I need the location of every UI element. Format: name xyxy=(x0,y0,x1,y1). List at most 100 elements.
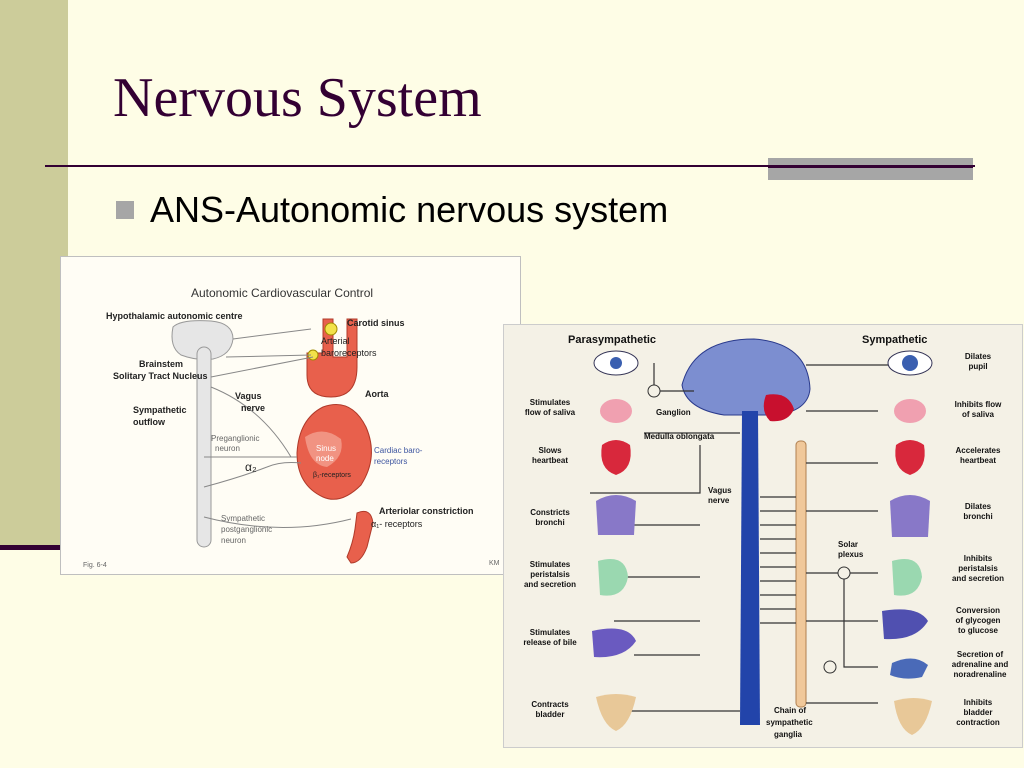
side-accent-bar xyxy=(0,545,60,550)
label-fig-number: Fig. 6-4 xyxy=(83,562,107,569)
label-sinus: Sinus xyxy=(316,444,336,453)
bullet-text: ANS-Autonomic nervous system xyxy=(150,189,669,230)
aorta-shape xyxy=(306,318,358,398)
left-effect-5-line-2: release of bile xyxy=(523,638,577,647)
slide-title: Nervous System xyxy=(113,67,482,129)
left-effect-1-line-2: flow of saliva xyxy=(525,408,576,417)
right-lungs-icon xyxy=(890,495,930,537)
left-effect-2-line-1: Slows xyxy=(538,446,562,455)
right-effect-6-line-2: of glycogen xyxy=(956,616,1001,625)
label-parasympathetic: Parasympathetic xyxy=(568,334,656,346)
right-effect-7-line-3: noradrenaline xyxy=(954,670,1007,679)
nerve-lines xyxy=(590,363,894,712)
left-bladder-icon xyxy=(596,694,636,731)
label-outflow: outflow xyxy=(133,417,166,427)
cardiovascular-control-figure: Autonomic Cardiovascular Control xyxy=(60,256,521,575)
label-vagus: Vagus xyxy=(235,391,262,401)
left-effect-labels: Stimulates flow of saliva Slows heartbea… xyxy=(523,398,577,719)
label-alpha2: α₂ xyxy=(245,460,257,474)
spinal-cord-shape xyxy=(196,346,212,548)
cardiovascular-diagram: Autonomic Cardiovascular Control xyxy=(83,286,500,569)
right-effect-6-line-1: Conversion xyxy=(956,606,1000,615)
right-effect-8-line-3: contraction xyxy=(956,718,1000,727)
left-heart-icon xyxy=(601,440,631,475)
arteriole-shape xyxy=(346,510,374,564)
hypothalamus-shape xyxy=(171,320,234,360)
left-effect-5-line-1: Stimulates xyxy=(530,628,571,637)
left-effect-4-line-3: and secretion xyxy=(524,580,576,589)
label-chain-of: Chain of xyxy=(774,706,806,715)
right-salivary-icon xyxy=(894,399,926,423)
right-effect-2-line-1: Inhibits flow xyxy=(955,400,1002,409)
label-symp-post-1: Sympathetic xyxy=(221,514,265,523)
right-stomach-icon xyxy=(892,559,922,596)
right-bladder-icon xyxy=(894,698,932,735)
right-effect-8-line-1: Inhibits xyxy=(964,698,993,707)
carotid-sinus-receptor-icon xyxy=(324,322,338,336)
ganglion-icon xyxy=(647,384,661,398)
bullet-item: ANS-Autonomic nervous system xyxy=(116,190,668,230)
label-vagus-nerve: nerve xyxy=(241,403,265,413)
right-effect-labels: Dilates pupil Inhibits flow of saliva Ac… xyxy=(952,352,1009,727)
sympathetic-chain-shape xyxy=(795,440,807,708)
left-lungs-icon xyxy=(596,495,636,535)
label-preganglionic: Preganglionic xyxy=(211,434,259,443)
label-node: node xyxy=(316,454,334,463)
right-effect-3-line-2: heartbeat xyxy=(960,456,996,465)
label-medulla: Medulla oblongata xyxy=(644,432,715,441)
right-adrenal-icon xyxy=(890,658,928,679)
right-effect-2-line-2: of saliva xyxy=(962,410,995,419)
label-beta-receptors: β₁-receptors xyxy=(313,472,351,479)
spinal-cord-shape xyxy=(740,411,760,725)
left-effect-3-line-2: bronchi xyxy=(535,518,564,527)
sinus-node-shape xyxy=(305,431,342,467)
right-effect-1-line-2: pupil xyxy=(968,362,987,371)
adrenal-ganglion-icon xyxy=(823,660,837,674)
label-corner: KM xyxy=(489,560,500,567)
left-effect-1-line-1: Stimulates xyxy=(530,398,571,407)
label-baroreceptors: baroreceptors xyxy=(321,348,377,358)
nerve-paths xyxy=(203,328,352,529)
left-effect-3-line-1: Constricts xyxy=(530,508,570,517)
right-pupil-icon xyxy=(902,355,918,371)
label-symp-post-3: neuron xyxy=(221,536,246,545)
right-effect-8-line-2: bladder xyxy=(964,708,993,717)
fig1-title: Autonomic Cardiovascular Control xyxy=(191,286,373,300)
right-liver-icon xyxy=(882,609,928,640)
right-heart-icon xyxy=(895,440,925,475)
label-chain-sympathetic: sympathetic xyxy=(766,718,813,727)
label-plexus: plexus xyxy=(838,550,864,559)
label-arteriolar: Arteriolar constriction xyxy=(379,506,474,516)
side-band xyxy=(0,0,68,548)
label-hypothalamic: Hypothalamic autonomic centre xyxy=(106,311,243,321)
left-effect-4-line-1: Stimulates xyxy=(530,560,571,569)
bullet-square-icon xyxy=(116,201,134,219)
label-solitary-tract: Solitary Tract Nucleus xyxy=(113,371,208,381)
right-effect-7-line-2: adrenaline and xyxy=(952,660,1009,669)
cerebellum-shape xyxy=(763,394,794,422)
label-sympathetic: Sympathetic xyxy=(133,405,187,415)
label-alpha1-receptors: α₁- receptors xyxy=(371,519,423,529)
left-pupil-icon xyxy=(610,357,622,369)
label-vagus: Vagus xyxy=(708,486,732,495)
label-cardiac-receptors: receptors xyxy=(374,457,407,466)
right-effect-5-line-1: Inhibits xyxy=(964,554,993,563)
left-stomach-icon xyxy=(598,559,628,596)
label-carotid-sinus: Carotid sinus xyxy=(347,318,405,328)
right-effect-5-line-3: and secretion xyxy=(952,574,1004,583)
solar-plexus-icon xyxy=(837,566,851,580)
right-effect-3-line-1: Accelerates xyxy=(956,446,1001,455)
right-effect-5-line-2: peristalsis xyxy=(958,564,998,573)
label-cardiac-baro: Cardiac baro- xyxy=(374,446,423,455)
label-chain-ganglia: ganglia xyxy=(774,730,803,739)
label-symp-post-2: postganglionic xyxy=(221,525,272,534)
label-vagus-nerve: nerve xyxy=(708,496,730,505)
title-rule-grey-block xyxy=(768,158,973,180)
left-effect-2-line-2: heartbeat xyxy=(532,456,568,465)
right-effect-7-line-1: Secretion of xyxy=(957,650,1004,659)
right-effect-1-line-1: Dilates xyxy=(965,352,992,361)
label-pre-neuron: neuron xyxy=(215,444,240,453)
left-liver-icon xyxy=(592,628,636,658)
right-effect-4-line-2: bronchi xyxy=(963,512,992,521)
